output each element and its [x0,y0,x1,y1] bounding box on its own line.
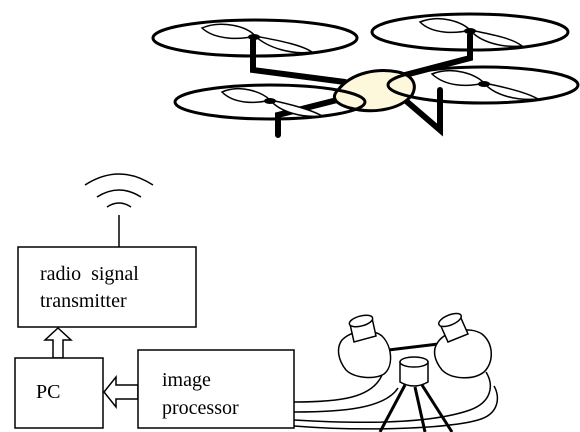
rotor-ring [151,18,359,58]
tripod-head [399,361,429,387]
rotor-bottom-left [173,83,367,121]
rotor-blade [430,70,486,87]
drone-body [333,69,416,113]
rotor-blade [418,18,472,34]
left-camera [337,314,392,379]
arm-front-left [250,37,348,85]
tripod-head-top [399,356,429,368]
cable-right-camera-a [293,371,492,424]
radio-wave-icon [96,189,142,198]
quadrotor-drone-illustration [151,12,580,138]
tripod-leg [420,384,454,432]
arrow-pc-to-transmitter [43,326,73,359]
antenna [84,173,154,247]
rotor-bottom-right [386,65,580,105]
rotor-top-left [151,18,359,58]
rotor-blade [468,28,524,48]
tripod-legs [378,384,454,432]
pc-box [14,357,104,429]
rotor-hub [264,98,276,104]
transmitter-label-line1: radio signal [40,263,139,285]
radio-signal-transmitter-block: radio signal transmitter [17,246,197,328]
rotor-ring [173,83,367,121]
arm-rear-right [402,87,443,137]
cable-left-camera-b [293,387,399,413]
rotor-blade [482,81,541,101]
right-camera [433,312,492,379]
image-processor-block: image processor [137,349,295,429]
rotor-hub [478,81,490,87]
processor-box [137,349,295,429]
right-camera-body [433,329,492,379]
stereo-camera-rig [337,312,492,432]
rotor-ring [370,12,570,52]
rotor-blade [268,98,325,118]
rotor-hub [464,28,476,34]
arm-rear-left [275,95,348,138]
radio-wave-icon [84,173,154,186]
pc-label: PC [36,381,60,403]
tripod-leg [378,384,407,432]
right-camera-lens-cap [437,312,463,328]
processor-label-line2: processor [162,397,239,419]
transmitter-label-line2: transmitter [40,290,127,312]
rotor-top-right [370,12,570,52]
arrow-processor-to-pc [103,374,139,410]
rotor-blade [252,34,315,54]
rotor-blade [200,23,257,40]
cable-right-camera-b [293,385,499,430]
processor-label-line1: image [162,369,211,391]
left-camera-lens-cap [348,314,374,328]
radio-wave-icon [106,202,132,208]
rotor-ring [386,65,580,105]
tripod-leg [413,386,427,432]
rotor-blade [220,88,272,104]
pc-block: PC [14,357,104,429]
rotor-hub [248,34,260,40]
transmitter-box [17,246,197,328]
